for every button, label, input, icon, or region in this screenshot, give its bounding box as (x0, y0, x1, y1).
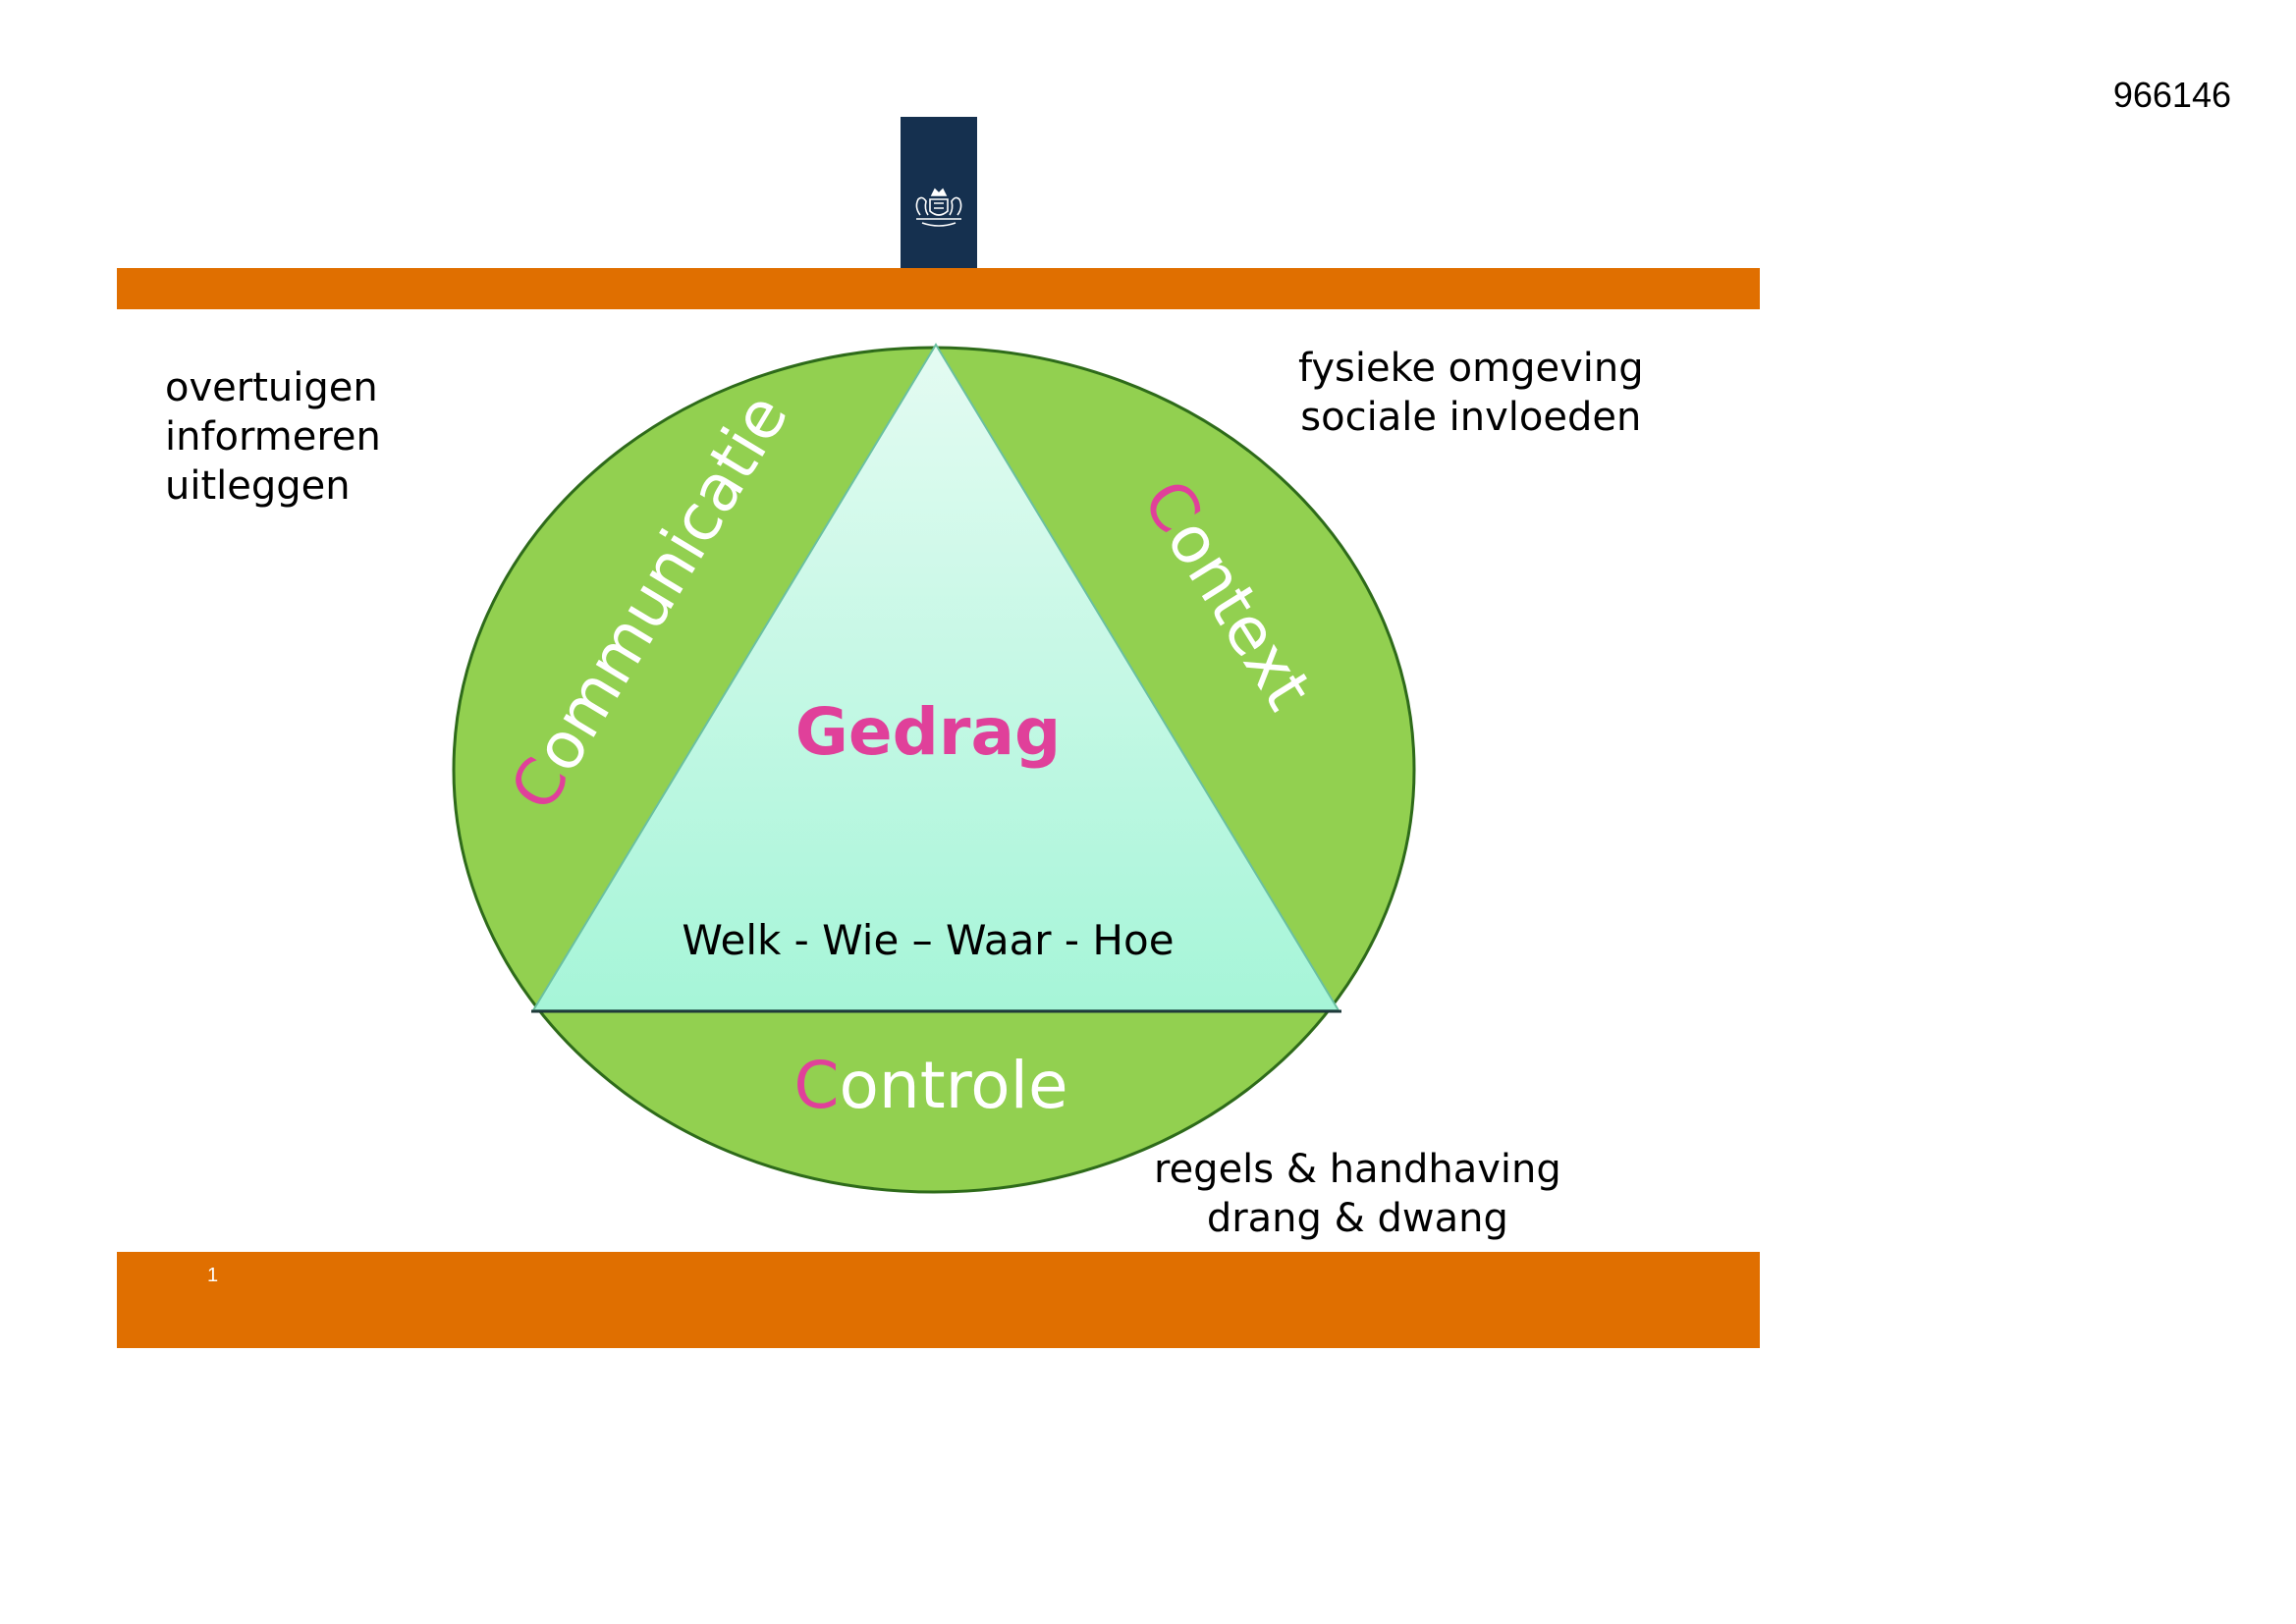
note-line: drang & dwang (1206, 1196, 1508, 1241)
note-line: fysieke omgeving (1298, 346, 1644, 391)
controle-initial: C (793, 1048, 839, 1123)
bottom-orange-bar: 1 (117, 1252, 1760, 1348)
controle-rest: ontrole (839, 1048, 1067, 1123)
note-line: sociale invloeden (1300, 395, 1642, 440)
note-line: informeren (165, 414, 381, 460)
segment-label-controle: Controle (793, 1048, 1067, 1123)
royal-coat-of-arms-icon (915, 188, 962, 227)
document-id: 966146 (2112, 75, 2231, 115)
top-orange-bar (117, 268, 1760, 309)
note-line: uitleggen (165, 463, 351, 509)
center-title: Gedrag (795, 694, 1062, 770)
center-subtitle: Welk - Wie – Waar - Hoe (682, 916, 1174, 964)
note-line: regels & handhaving (1154, 1147, 1561, 1192)
rijksoverheid-logo (901, 117, 977, 268)
page-number: 1 (207, 1265, 219, 1286)
note-line: overtuigen (165, 365, 378, 410)
